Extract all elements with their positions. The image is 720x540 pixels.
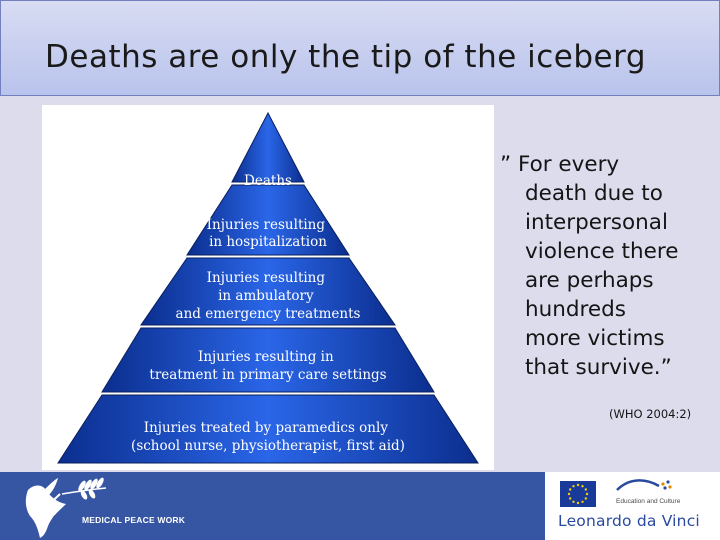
tier-3-label: Injuries resulting in ambulatory and eme… xyxy=(176,270,361,322)
tier-1-label: Deaths xyxy=(244,173,292,189)
education-culture-logo-icon xyxy=(616,479,672,491)
pyramid-tier-2 xyxy=(186,184,350,256)
tier-4-label: Injuries resulting in treatment in prima… xyxy=(149,349,386,383)
quote-line: are perhaps xyxy=(525,268,654,293)
pyramid-tier-4 xyxy=(101,327,435,393)
tier-5-label: Injuries treated by paramedics only (sch… xyxy=(131,420,405,454)
leonardo-logo-panel: Education and Culture Leonardo da Vinci xyxy=(545,472,720,540)
pyramid-diagram: Deaths Injuries resulting in hospitaliza… xyxy=(57,111,479,464)
footer-org-label: MEDICAL PEACE WORK xyxy=(82,515,186,525)
quote-line: interpersonal xyxy=(525,210,668,235)
quote-first-line: ” For every xyxy=(500,152,620,177)
slide-title: Deaths are only the tip of the iceberg xyxy=(45,39,647,75)
eu-flag-icon xyxy=(560,481,596,507)
quote-line: more victims xyxy=(525,326,665,351)
dove-olive-branch-icon xyxy=(25,477,107,538)
program-name: Leonardo da Vinci xyxy=(558,512,700,530)
program-caption: Education and Culture xyxy=(616,498,681,505)
pyramid-tier-5 xyxy=(57,394,479,464)
tier-2-label: Injuries resulting in hospitalization xyxy=(207,217,330,250)
pyramid-tier-3 xyxy=(140,257,396,326)
quote-line: violence there xyxy=(525,239,679,264)
pyramid-figure: Deaths Injuries resulting in hospitaliza… xyxy=(42,105,494,470)
title-bar: Deaths are only the tip of the iceberg xyxy=(0,0,720,96)
pyramid-tier-1 xyxy=(231,111,305,183)
quote-line: death due to xyxy=(525,181,663,206)
quote-line: that survive.” xyxy=(525,355,672,380)
quote-citation: (WHO 2004:2) xyxy=(609,407,692,421)
quote-line: hundreds xyxy=(525,297,626,322)
quote-text: ” For every death due to interpersonal v… xyxy=(500,150,715,382)
